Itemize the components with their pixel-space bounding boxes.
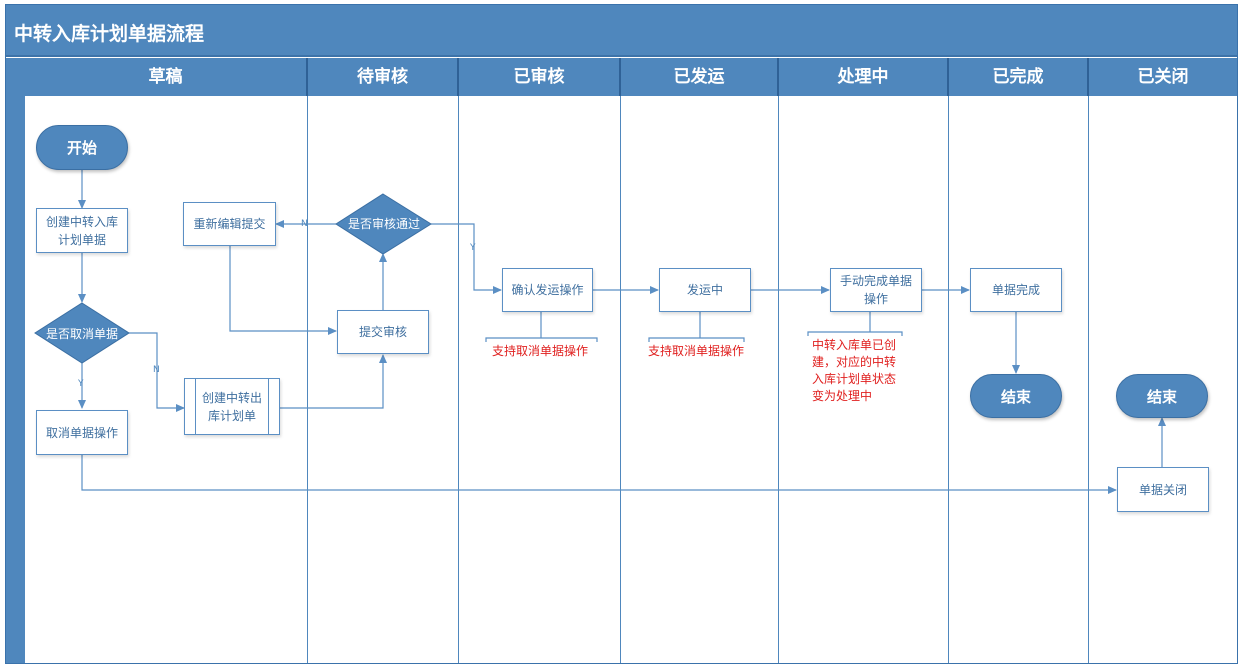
cancel-support-note-1: 支持取消单据操作: [491, 344, 588, 358]
edge-label-review-yes: Y: [470, 243, 476, 253]
edge-resubmit-to-submit: [229, 246, 337, 335]
title-bar: 中转入库计划单据流程: [6, 5, 1237, 57]
edge-label-cancel-no: N: [153, 365, 160, 375]
note-bracket-3: [807, 331, 903, 336]
processing-note: 中转入库单已创建，对应的中转入库计划单状态变为处理中: [812, 338, 897, 403]
lane-header-processing: 处理中: [779, 58, 949, 96]
edge-outbound-to-submit: [280, 354, 387, 409]
lane-shipped: [621, 96, 779, 663]
decision-cancel-shape: [34, 302, 130, 364]
edge-cancel-no: [129, 332, 185, 412]
lane-processing: [779, 96, 949, 663]
cancel-op-node[interactable]: 取消单据操作: [36, 410, 128, 455]
doc-complete-node[interactable]: 单据完成: [970, 268, 1062, 312]
diagram-title: 中转入库计划单据流程: [14, 23, 205, 45]
edge-cancel-to-close: [81, 455, 1117, 494]
left-lane-strip: [6, 58, 25, 663]
cancel-decision-label[interactable]: 是否取消单据: [45, 327, 118, 341]
shipping-node[interactable]: 发运中: [659, 268, 751, 312]
decision-review-shape: [335, 193, 432, 255]
start-node[interactable]: 开始: [36, 125, 128, 170]
submit-review-node[interactable]: 提交审核: [337, 310, 429, 354]
cancel-support-note-2: 支持取消单据操作: [648, 344, 745, 358]
create-plan-node[interactable]: 创建中转入库计划单据: [36, 208, 128, 253]
edge-label-review-no: N: [301, 219, 308, 229]
edge-label-cancel-yes: Y: [78, 379, 84, 389]
lane-header-draft: 草稿: [25, 58, 308, 96]
resubmit-node[interactable]: 重新编辑提交: [183, 202, 276, 246]
close-doc-node[interactable]: 单据关闭: [1117, 467, 1209, 512]
review-decision-label[interactable]: 是否审核通过: [347, 217, 420, 231]
lane-header-shipped: 已发运: [621, 58, 779, 96]
lane-reviewed: [459, 96, 621, 663]
lane-header-pending-review: 待审核: [308, 58, 459, 96]
lane-header-reviewed: 已审核: [459, 58, 621, 96]
manual-complete-node[interactable]: 手动完成单据操作: [830, 268, 922, 312]
edge-review-yes: [431, 223, 502, 294]
end-closed-node[interactable]: 结束: [1116, 374, 1208, 418]
note-bracket-2: [648, 337, 745, 342]
lane-header-closed: 已关闭: [1089, 58, 1237, 96]
end-completed-node[interactable]: 结束: [970, 374, 1062, 418]
lane-header-completed: 已完成: [949, 58, 1089, 96]
confirm-ship-node[interactable]: 确认发运操作: [502, 268, 593, 312]
note-bracket-1: [485, 337, 598, 342]
create-outbound-node[interactable]: 创建中转出库计划单: [184, 378, 280, 435]
